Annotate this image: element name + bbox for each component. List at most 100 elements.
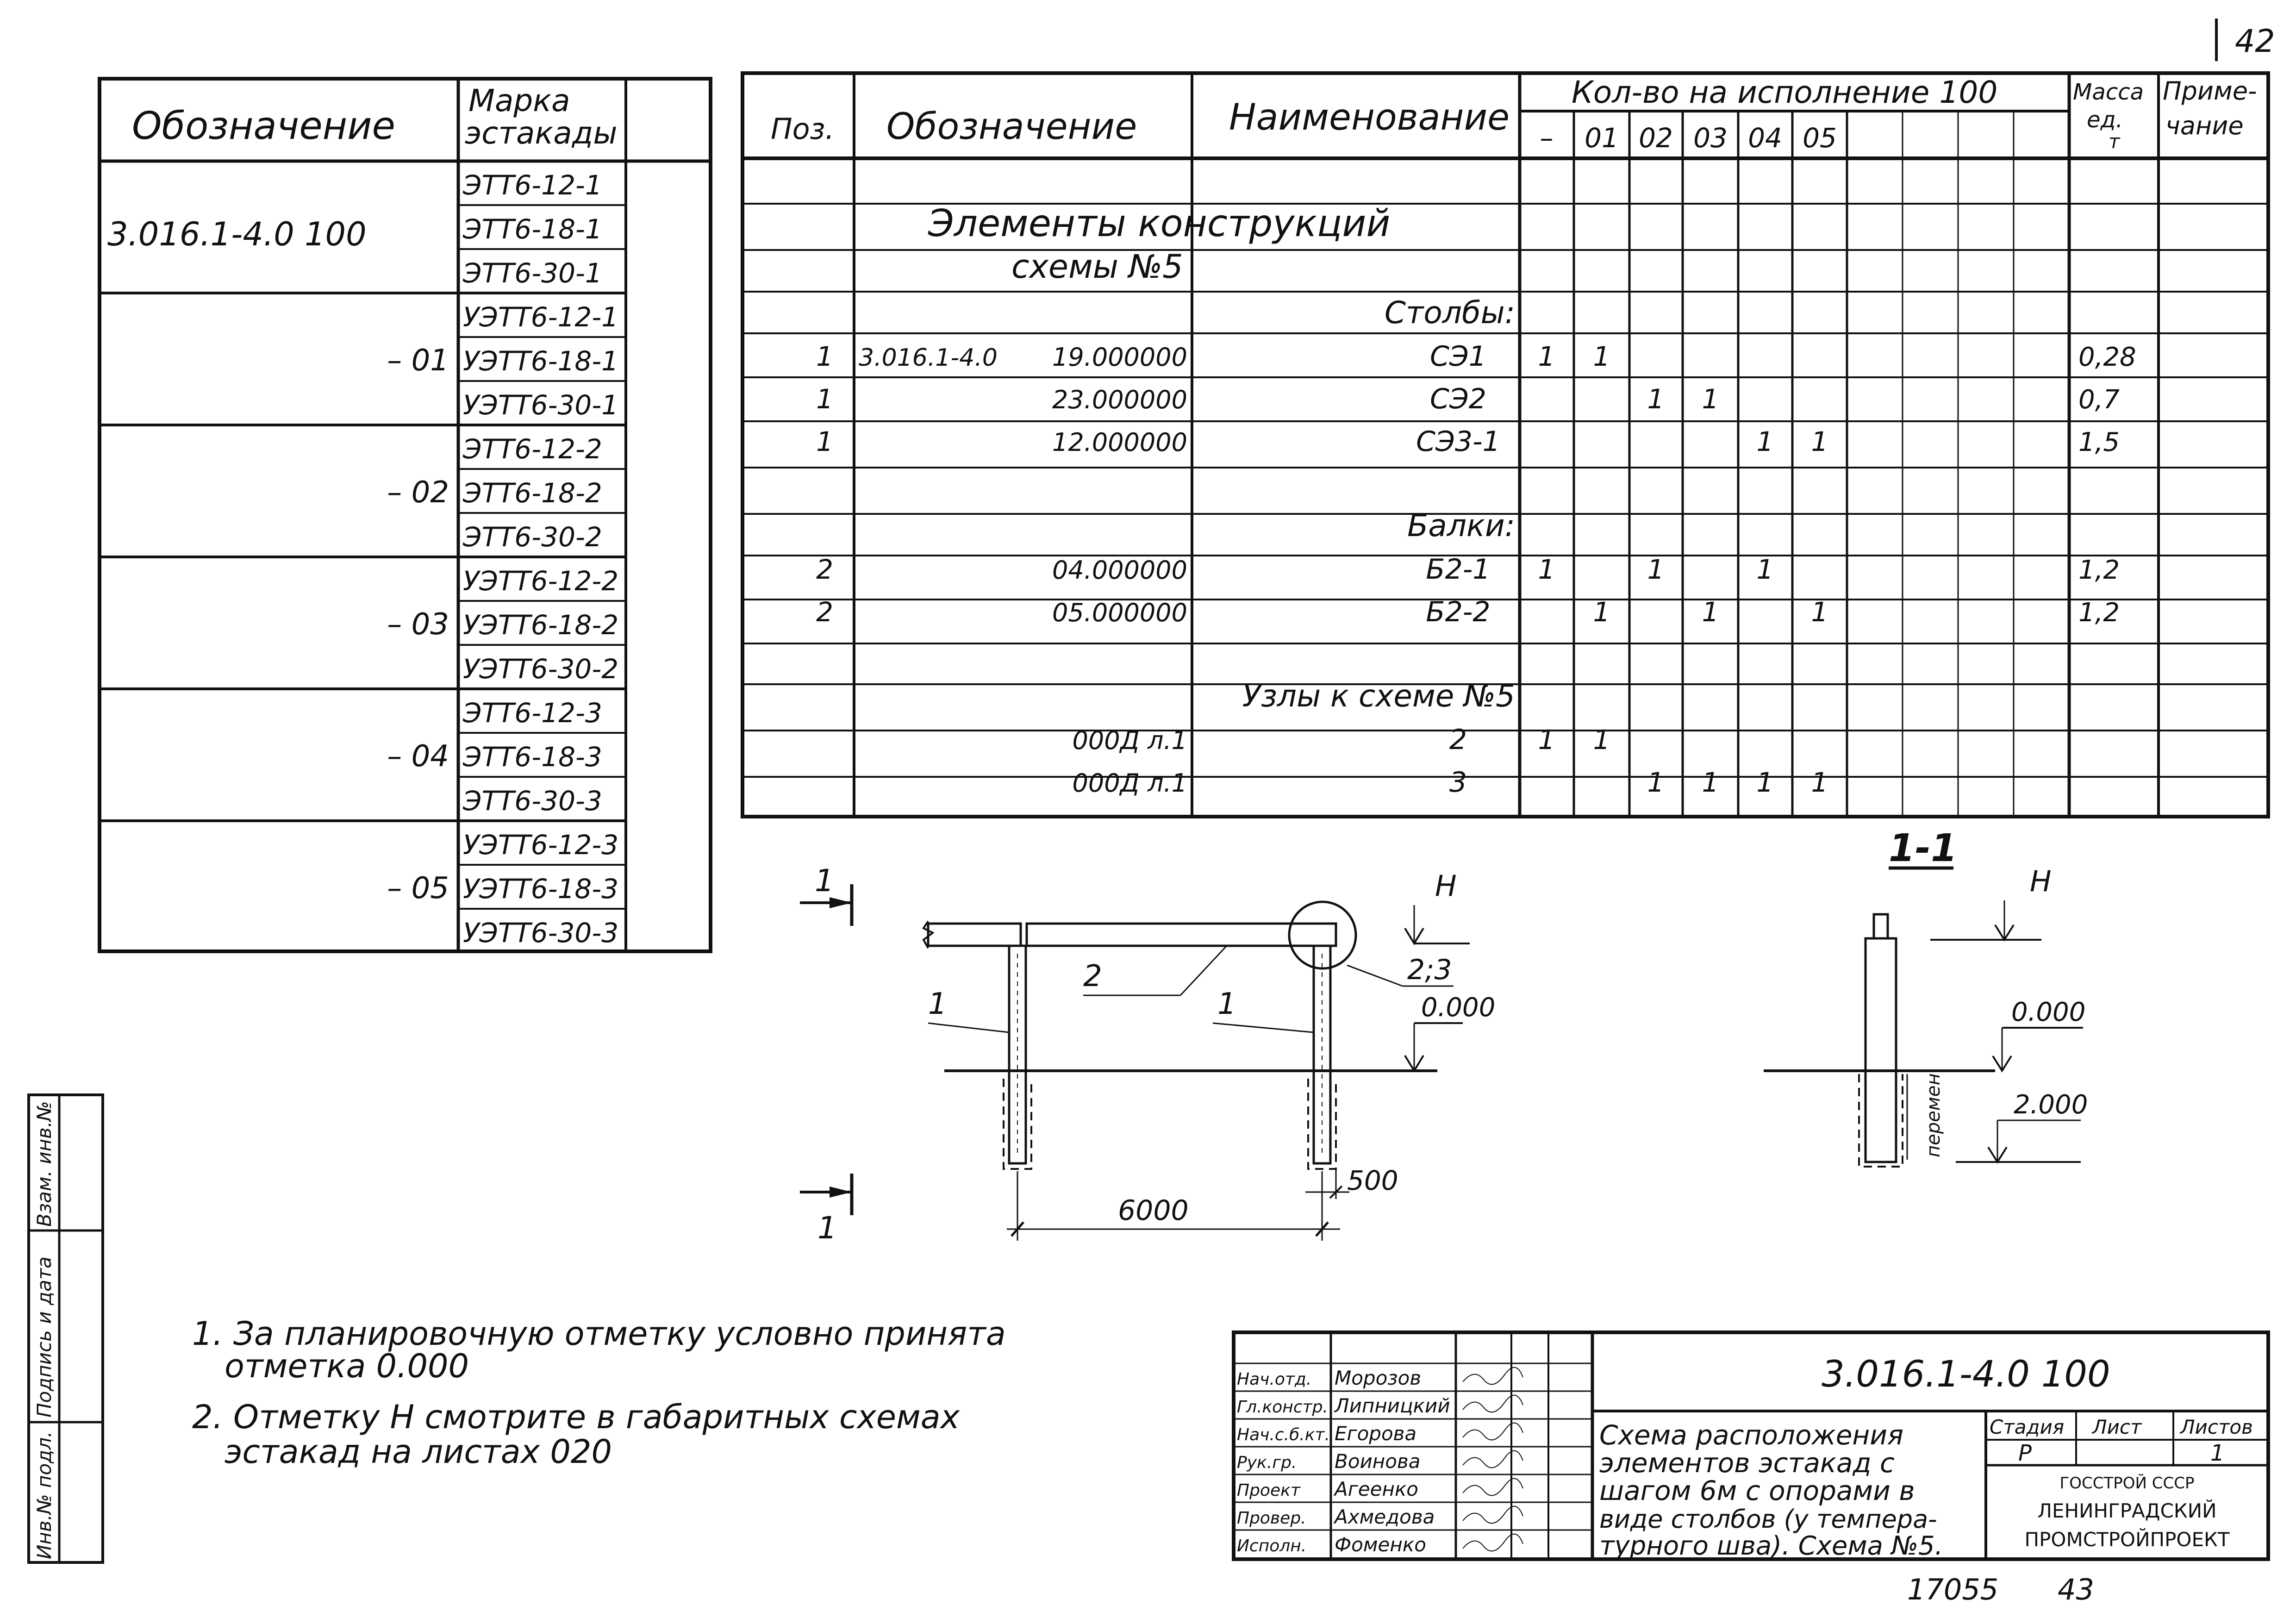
signature-icon [1462,1533,1523,1552]
org-line-1: ГОССТРОЙ СССР [2060,1474,2195,1493]
row-name: СЭ2 [1430,383,1486,415]
beam-main [1025,922,1337,947]
staff-role: Нач.с.б.кт. [1237,1425,1330,1444]
sheet-label: Лист [2091,1416,2142,1438]
row-name: Б2-1 [1426,553,1490,586]
row-designation: 3.016.1-4.0 [859,344,998,372]
section-marker-bottom: 1 [817,1210,837,1246]
section-post-top [1872,913,1889,940]
signature-icon [1462,1505,1523,1524]
node-circle [1288,900,1357,970]
variant-mark: ЭТТ6-30-2 [462,521,602,553]
row-code: 05.000000 [1052,598,1187,627]
org-line-2: ЛЕНИНГРАДСКИЙ [2037,1499,2216,1522]
beam-label: 2 [1083,959,1102,993]
variant-mark: УЭТТ6-12-2 [463,565,618,597]
spec-header-qty: Кол-во на исполнение 100 [1572,75,1997,110]
signature-icon [1462,1394,1523,1413]
row-mass: 1,2 [2078,555,2120,585]
variant-mark: УЭТТ6-18-3 [463,873,618,905]
elevation-drawing: 1 1 1 1 2 2;3 H [800,863,1495,1246]
row-pos: 2 [816,596,833,628]
post-left [1008,944,1027,1165]
variant-column-header: 04 [1748,122,1782,154]
staff-name: Фоменко [1335,1533,1426,1556]
side-stamp: Инв.№ подл. Подпись и дата Взам. инв.№ [27,1093,104,1564]
row-mass: 1,5 [2078,427,2120,457]
row-qty: 1 [1538,341,1555,372]
node-label: 2;3 [1407,954,1452,986]
title-line-2: элементов эстакад с [1599,1447,1895,1479]
post-right-label: 1 [1217,987,1236,1021]
row-qty: 1 [1702,767,1719,798]
variant-mark: УЭТТ6-18-1 [463,345,618,377]
staff-role: Проект [1237,1481,1301,1500]
variant-mark: ЭТТ6-30-3 [462,785,602,817]
note-1-line-1: 1. За планировочную отметку условно прин… [192,1315,1006,1353]
row-qty: 1 [1757,426,1774,457]
variant-mark: УЭТТ6-12-3 [463,829,618,861]
staff-name: Егорова [1335,1422,1416,1445]
signature-icon [1462,1422,1523,1441]
row-qty: 1 [1593,341,1610,372]
vertical-note: перемен. [1923,1068,1944,1157]
staff-role: Исполн. [1237,1537,1306,1555]
section-post [1864,937,1897,1163]
variant-mark: УЭТТ6-30-1 [463,389,618,421]
variant-suffix: – 01 [387,344,449,378]
row-qty: 1 [1593,724,1610,756]
left-header-overpass: эстакады [465,115,617,151]
spec-header-name: Наименование [1229,97,1510,138]
variant-mark: ЭТТ6-18-2 [462,477,602,509]
title-code: 3.016.1-4.0 100 [1822,1354,2110,1395]
signature-icon [1462,1450,1523,1468]
variant-column-header: 02 [1639,122,1673,154]
row-qty: 1 [1538,724,1555,756]
row-qty: 1 [1811,426,1828,457]
section-level-zero: 0.000 [2011,997,2085,1027]
section-marker-top: 1 [815,863,834,899]
section-1-1-drawing: 1-1 перемен. H 0.000 2.000 [1764,826,2088,1168]
row-name: Балки: [1407,508,1515,543]
row-qty: 1 [1811,596,1828,628]
row-pos: 2 [816,554,833,585]
row-code: 12.000000 [1052,428,1187,457]
row-name: Б2-2 [1426,596,1490,628]
staff-name: Липницкий [1334,1394,1450,1417]
row-mass: 0,28 [2078,342,2136,372]
row-name: Столбы: [1385,295,1515,331]
staff-name: Ахмедова [1333,1505,1435,1528]
staff-role: Рук.гр. [1237,1453,1297,1472]
row-qty: 1 [1593,596,1610,628]
sheets-value: 1 [2210,1440,2225,1466]
variant-mark: УЭТТ6-30-2 [463,653,618,685]
left-header-designation: Обозначение [132,104,395,148]
variant-mark: ЭТТ6-12-1 [462,169,602,201]
variant-marks-table: Обозначение Марка эстакады 3.016.1-4.0 1… [98,77,712,953]
spec-header-mass-3: т [2109,130,2121,153]
variant-mark: ЭТТ6-12-2 [462,433,602,465]
stamp-signature-date: Подпись и дата [33,1256,56,1418]
spec-header-pos: Поз. [771,112,834,146]
variant-column-header: 03 [1693,122,1728,154]
row-name: СЭ3-1 [1416,425,1500,458]
row-pos: 1 [816,341,833,372]
row-qty: 1 [1757,554,1774,585]
notes: 1. За планировочную отметку условно прин… [192,1315,1006,1471]
left-header-mark: Марка [468,83,570,119]
note-2-line-2: эстакад на листах 020 [225,1433,612,1471]
signature-icon [1462,1367,1523,1385]
row-name: СЭ1 [1430,340,1486,373]
page-number: 43 [2058,1573,2094,1606]
row-code: 000Д л.1 [1073,768,1187,798]
variant-column-header: 01 [1585,122,1619,154]
variant-mark: ЭТТ6-18-3 [462,741,602,773]
spec-section-title: Элементы конструкций [928,202,1390,245]
title-line-4: виде столбов (у темпера- [1599,1505,1937,1534]
staff-role: Гл.констр. [1237,1398,1328,1417]
title-line-3: шагом 6м с опорами в [1599,1475,1915,1506]
variant-mark: УЭТТ6-30-3 [463,917,618,949]
signature-icon [1462,1478,1523,1496]
